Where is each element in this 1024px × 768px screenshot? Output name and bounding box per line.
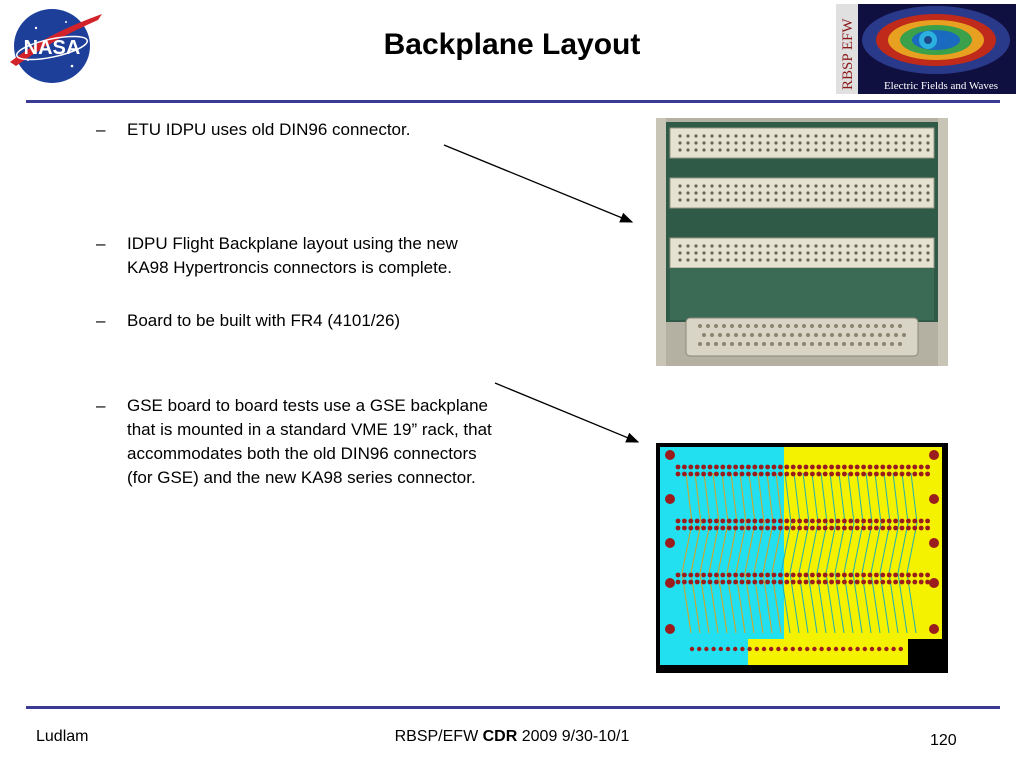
mounting-hole xyxy=(665,624,675,634)
mounting-hole xyxy=(665,450,675,460)
bullet-item: – GSE board to board tests use a GSE bac… xyxy=(96,394,496,490)
mounting-hole xyxy=(929,494,939,504)
rbsp-efw-logo: RBSP EFW Electric Fields and Waves xyxy=(836,4,1016,94)
footer-event-prefix: RBSP/EFW xyxy=(394,728,483,745)
footer-event: RBSP/EFW CDR 2009 9/30-10/1 xyxy=(0,728,1024,746)
bullet-dash: – xyxy=(96,234,106,253)
pcb-layout-image xyxy=(656,443,948,673)
mounting-hole xyxy=(665,494,675,504)
bullet-item: – Board to be built with FR4 (4101/26) xyxy=(96,309,496,333)
bullet-item: – ETU IDPU uses old DIN96 connector. xyxy=(96,118,496,142)
mounting-hole xyxy=(665,538,675,548)
bullet-text: ETU IDPU uses old DIN96 connector. xyxy=(127,120,411,139)
rbsp-efw-graphic: RBSP EFW Electric Fields and Waves xyxy=(836,4,1016,94)
backplane-photo xyxy=(656,118,948,366)
bullet-dash: – xyxy=(96,120,106,139)
footer-event-bold: CDR xyxy=(482,728,518,745)
mounting-hole xyxy=(929,624,939,634)
bullet-dash: – xyxy=(96,396,106,415)
efw-logo-side-text: RBSP EFW xyxy=(840,18,856,90)
nasa-logo: NASA xyxy=(10,9,102,83)
din-connector xyxy=(669,237,935,269)
din-connector xyxy=(669,127,935,159)
bullet-text: Board to be built with FR4 (4101/26) xyxy=(127,311,401,330)
mounting-hole xyxy=(929,538,939,548)
footer-divider xyxy=(26,706,1000,709)
bullet-text: IDPU Flight Backplane layout using the n… xyxy=(127,234,458,277)
mounting-hole xyxy=(929,450,939,460)
bullet-text: GSE board to board tests use a GSE backp… xyxy=(127,396,492,487)
mounting-hole xyxy=(929,578,939,588)
page-title: Backplane Layout xyxy=(383,28,641,61)
din-connector xyxy=(669,177,935,209)
footer-author: Ludlam xyxy=(36,728,89,745)
efw-logo-bottom-text: Electric Fields and Waves xyxy=(884,80,998,92)
backplane-photo-graphic xyxy=(656,118,948,366)
arrow-to-backplane-photo xyxy=(443,144,634,223)
nasa-logo-text: NASA xyxy=(24,37,81,59)
page-number: 120 xyxy=(930,732,957,749)
header-divider xyxy=(26,100,1000,103)
arrow-to-pcb-layout xyxy=(494,382,640,443)
pcb-layout-graphic xyxy=(656,443,948,673)
bullet-dash: – xyxy=(96,311,106,330)
footer-event-suffix: 2009 9/30-10/1 xyxy=(517,728,630,745)
bullet-item: – IDPU Flight Backplane layout using the… xyxy=(96,232,496,280)
mounting-hole xyxy=(665,578,675,588)
